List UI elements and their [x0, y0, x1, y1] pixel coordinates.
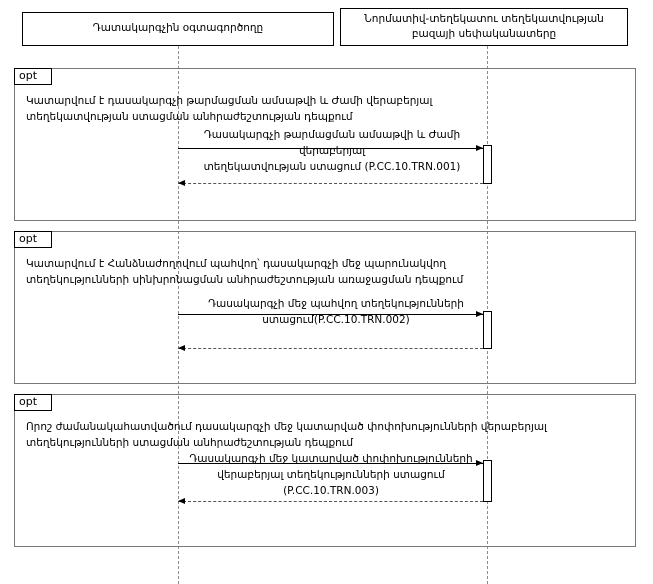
- return-arrowhead-2: [178, 344, 185, 351]
- message-arrow-2[interactable]: [178, 314, 483, 315]
- opt-fragment-1-guard: Կատարվում է դասակարգչի թարմացման ամսաթվի…: [26, 95, 433, 124]
- message-arrow-3[interactable]: [178, 463, 483, 464]
- opt-fragment-1-operator: opt: [14, 68, 53, 86]
- return-arrow-2[interactable]: [178, 348, 483, 349]
- return-arrow-1[interactable]: [178, 183, 483, 184]
- participant-box-owner[interactable]: Նորմատիվ-տեղեկատու տեղեկատվության բազայի…: [340, 8, 628, 46]
- message-arrow-1[interactable]: [178, 148, 483, 149]
- opt-fragment-2[interactable]: opt: [14, 231, 636, 384]
- opt-fragment-2-guard: Կատարվում է Հանձնաժողովում պահվող՝ դասակ…: [26, 258, 464, 287]
- return-arrowhead-3: [178, 497, 185, 504]
- activation-bar-2: [483, 311, 492, 349]
- opt-fragment-3-guard: Որոշ ժամանակահատվածում դասակարգչի մեջ կա…: [26, 421, 547, 450]
- activation-bar-1: [483, 145, 492, 184]
- participant-label-owner: Նորմատիվ-տեղեկատու տեղեկատվության բազայի…: [364, 12, 604, 40]
- message-arrowhead-1: [476, 144, 483, 151]
- opt-fragment-2-operator: opt: [14, 231, 53, 249]
- opt-fragment-1[interactable]: opt: [14, 68, 636, 221]
- opt-fragment-3[interactable]: opt: [14, 394, 636, 547]
- return-arrow-3[interactable]: [178, 501, 483, 502]
- message-label-1: Դասակարգչի թարմացման ամսաթվի և Ժամի վերա…: [203, 129, 461, 173]
- participant-label-user: Դատակարգչին օգտագործողը: [92, 22, 264, 35]
- message-label-3: Դասակարգչի մեջ կատարված փոփոխությունների…: [189, 453, 473, 497]
- participant-box-user[interactable]: Դատակարգչին օգտագործողը: [22, 12, 334, 46]
- message-arrowhead-2: [476, 310, 483, 317]
- message-label-2: Դասակարգչի մեջ պահվող տեղեկությունների ս…: [208, 298, 464, 326]
- message-arrowhead-3: [476, 459, 483, 466]
- return-arrowhead-1: [178, 179, 185, 186]
- opt-fragment-3-operator: opt: [14, 394, 53, 412]
- activation-bar-3: [483, 460, 492, 502]
- lifeline-user: [178, 46, 179, 584]
